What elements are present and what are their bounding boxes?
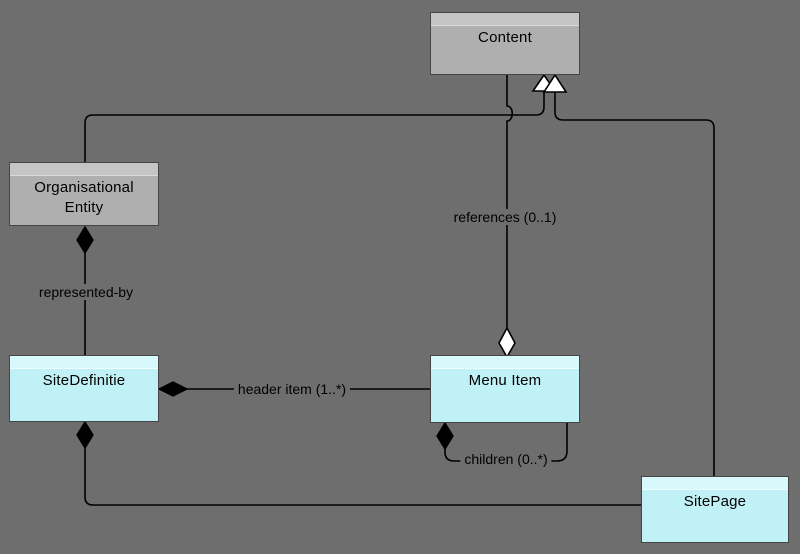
open-diamond-icon (498, 326, 516, 359)
class-node-organisational-entity[interactable]: Organisational Entity (9, 162, 159, 226)
class-node-sitepage[interactable]: SitePage (641, 476, 789, 543)
class-name: SiteDefinitie (42, 372, 126, 389)
generalization-triangle-icon (531, 73, 568, 93)
node-name-compartment (431, 356, 579, 369)
class-name: Menu Item (468, 372, 542, 389)
filled-diamond-icon (76, 420, 94, 450)
filled-diamond-icon (157, 381, 189, 397)
edge-label-children: children (0..*) (460, 451, 552, 467)
edge-sitedefinitie-sitepage (76, 420, 641, 506)
edge-label-header-item: header item (1..*) (233, 381, 351, 397)
class-name: Organisational Entity (34, 179, 134, 216)
node-name-compartment (10, 163, 158, 176)
class-name: Content (478, 29, 532, 46)
filled-diamond-icon (436, 421, 454, 451)
edge-generalization-organisational-entity (84, 92, 545, 162)
class-node-menu-item[interactable]: Menu Item (430, 355, 580, 423)
node-name-compartment (642, 477, 788, 490)
edge-label-represented-by: represented-by (34, 284, 138, 300)
edge-label-references: references (0..1) (449, 209, 561, 225)
class-node-content[interactable]: Content (430, 12, 580, 75)
filled-diamond-icon (76, 225, 94, 255)
edge-generalization-sitepage (554, 92, 715, 476)
class-name: SitePage (683, 493, 747, 510)
edge-represented-by (76, 225, 94, 355)
node-name-compartment (431, 13, 579, 26)
node-name-compartment (10, 356, 158, 369)
class-node-sitedefinitie[interactable]: SiteDefinitie (9, 355, 159, 422)
